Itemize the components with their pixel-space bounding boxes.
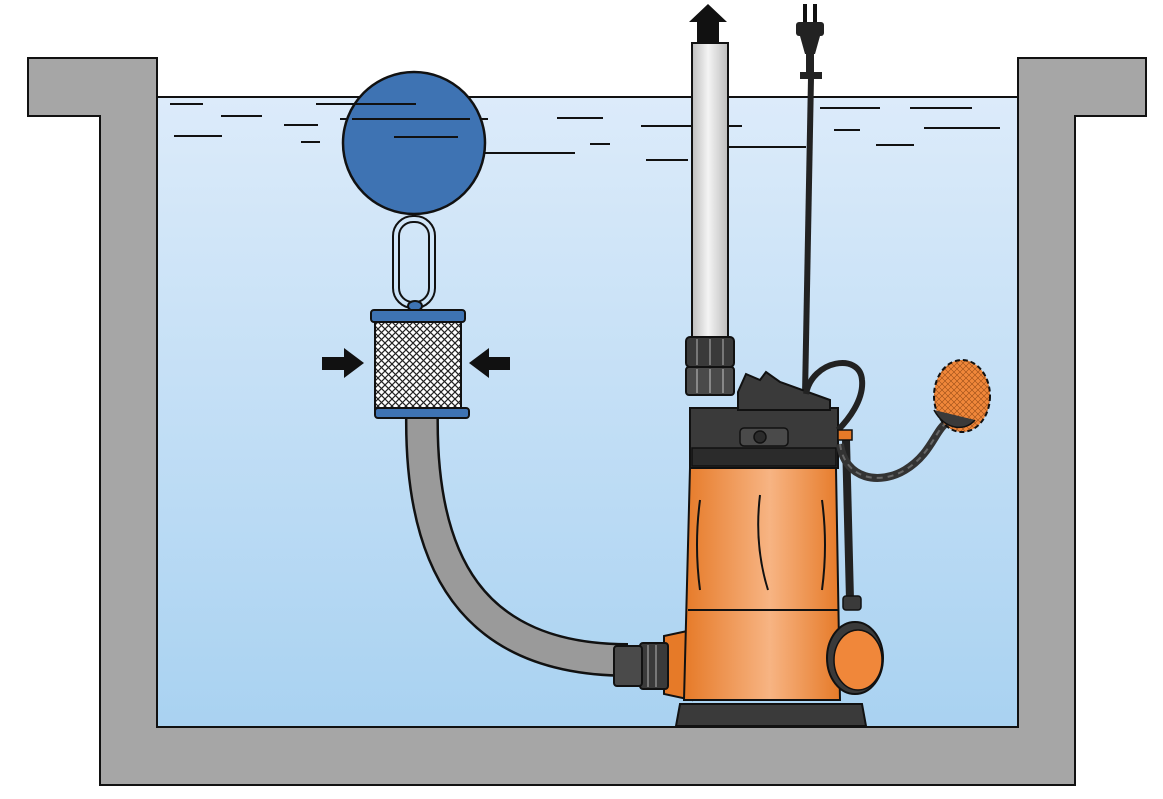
pump-icon <box>613 360 868 727</box>
arrow-left-icon <box>469 348 510 378</box>
strainer-bottom-cap <box>374 407 470 419</box>
plug-icon <box>796 4 824 396</box>
pipe-icon <box>685 4 806 396</box>
inlet-fitting <box>639 642 669 690</box>
arrow-right-icon <box>322 348 364 378</box>
cable-loop <box>803 360 866 433</box>
tank-icon <box>27 57 1147 786</box>
inflow-arrows <box>322 348 510 378</box>
float-switch-icon <box>826 359 991 695</box>
tank-wall <box>27 57 1147 786</box>
plug-body <box>796 22 824 36</box>
float-ball <box>341 70 487 216</box>
strainer-mesh <box>374 321 462 413</box>
float-ball-icon <box>341 70 487 312</box>
discharge-pipe <box>691 42 729 344</box>
pump-base <box>674 703 868 727</box>
water-body <box>158 97 1017 726</box>
pump-body <box>682 467 842 701</box>
hose-icon <box>404 413 629 677</box>
strainer-icon <box>370 309 470 419</box>
arrow-up-icon <box>689 4 727 42</box>
power-cable <box>802 77 814 396</box>
pump-handle <box>737 370 831 411</box>
hose-clamp <box>613 645 643 687</box>
plug-neck <box>800 36 820 54</box>
strainer-top-cap <box>370 309 466 323</box>
suction-hose-fill <box>407 413 629 675</box>
cable-tie <box>800 72 822 79</box>
pump-body-ribs <box>696 494 826 591</box>
water-icon <box>158 96 1017 726</box>
